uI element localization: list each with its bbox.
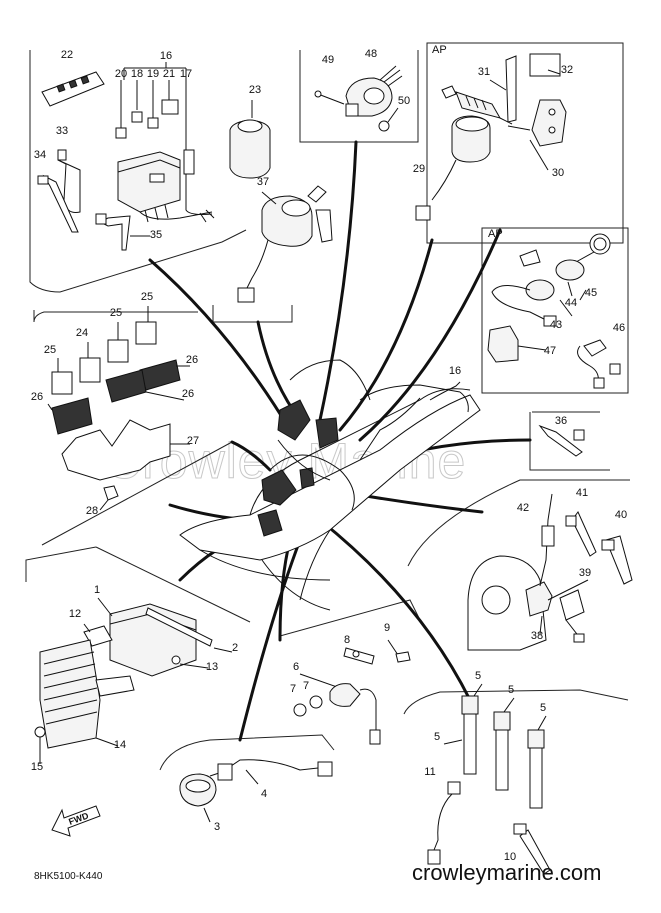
part-label-47: 47 <box>544 345 556 357</box>
key-switch-assembly <box>229 100 333 303</box>
part-label-26b: 26 <box>182 388 194 400</box>
part-label-23: 23 <box>249 84 261 96</box>
part-label-25a: 25 <box>141 291 153 303</box>
part-label-5d: 5 <box>434 731 440 743</box>
part-label-15: 15 <box>31 761 43 773</box>
diagram-code: 8HK5100-K440 <box>34 871 103 882</box>
part-label-3: 3 <box>214 821 220 833</box>
part-label-16b: 16 <box>449 365 461 377</box>
part-label-18: 18 <box>131 68 143 80</box>
part-label-9: 9 <box>384 622 390 634</box>
rectifier-cdi-assembly <box>34 597 233 764</box>
part-label-42: 42 <box>517 502 529 514</box>
part-label-29: 29 <box>413 163 425 175</box>
part-label-7a: 7 <box>290 683 296 695</box>
part-label-12: 12 <box>69 608 81 620</box>
part-label-26c: 26 <box>31 391 43 403</box>
part-label-49: 49 <box>322 54 334 66</box>
part-label-46: 46 <box>613 322 625 334</box>
part-label-20: 20 <box>115 68 127 80</box>
ignition-coil-assembly <box>427 683 551 875</box>
part-label-26a: 26 <box>186 354 198 366</box>
part-label-28: 28 <box>86 505 98 517</box>
part-label-6: 6 <box>293 661 299 673</box>
part-label-27: 27 <box>187 435 199 447</box>
ap-label-ap2: AP <box>488 228 503 240</box>
part-label-17: 17 <box>180 68 192 80</box>
part-label-34: 34 <box>34 149 46 161</box>
part-label-2: 2 <box>232 642 238 654</box>
part-label-48: 48 <box>365 48 377 60</box>
part-label-14: 14 <box>114 739 126 751</box>
callout-outlines <box>25 42 630 771</box>
part-label-32: 32 <box>561 64 573 76</box>
part-label-24: 24 <box>76 327 88 339</box>
part-label-45: 45 <box>585 287 597 299</box>
part-label-16: 16 <box>160 50 172 62</box>
part-label-44: 44 <box>565 297 577 309</box>
part-label-39: 39 <box>579 567 591 579</box>
part-label-8: 8 <box>344 634 350 646</box>
part-label-50: 50 <box>398 95 410 107</box>
part-label-11: 11 <box>424 766 435 778</box>
part-label-7b: 7 <box>303 680 309 692</box>
part-label-35: 35 <box>150 229 162 241</box>
part-label-36: 36 <box>555 415 567 427</box>
ap-variant-labels: AP AP <box>432 44 503 240</box>
sensor-plug-assembly <box>293 639 411 745</box>
part-label-22: 22 <box>61 49 73 61</box>
ap-switch-assembly-top <box>415 53 567 221</box>
watercraft-hull <box>179 359 481 611</box>
pressure-switch-assembly <box>179 759 333 823</box>
part-label-5c: 5 <box>540 702 546 714</box>
part-label-43: 43 <box>550 319 562 331</box>
part-label-40: 40 <box>615 509 627 521</box>
part-label-33: 33 <box>56 125 68 137</box>
part-label-37: 37 <box>257 176 269 188</box>
part-label-10: 10 <box>504 851 516 863</box>
part-label-5a: 5 <box>475 670 481 682</box>
ap-label-ap1: AP <box>432 44 447 56</box>
sensor-assembly <box>314 65 403 132</box>
harness-tail <box>429 381 585 457</box>
part-label-21: 21 <box>163 68 175 80</box>
part-label-38: 38 <box>531 630 543 642</box>
part-label-5b: 5 <box>508 684 514 696</box>
part-label-1: 1 <box>94 584 100 596</box>
mount-bracket-assembly <box>467 493 633 651</box>
part-label-25b: 25 <box>110 307 122 319</box>
part-label-13: 13 <box>206 661 218 673</box>
part-label-19: 19 <box>147 68 159 80</box>
part-label-25c: 25 <box>44 344 56 356</box>
fuse-box-assembly <box>37 62 215 251</box>
forward-arrow: FWD <box>51 805 101 837</box>
part-label-30: 30 <box>552 167 564 179</box>
relay-assembly <box>47 306 190 511</box>
part-label-4: 4 <box>261 788 267 800</box>
site-url: crowleymarine.com <box>412 860 602 885</box>
part-label-41: 41 <box>576 487 588 499</box>
part-label-31: 31 <box>478 66 490 78</box>
leader-lines <box>148 140 532 742</box>
ap-switch-assembly-mid <box>487 233 621 389</box>
